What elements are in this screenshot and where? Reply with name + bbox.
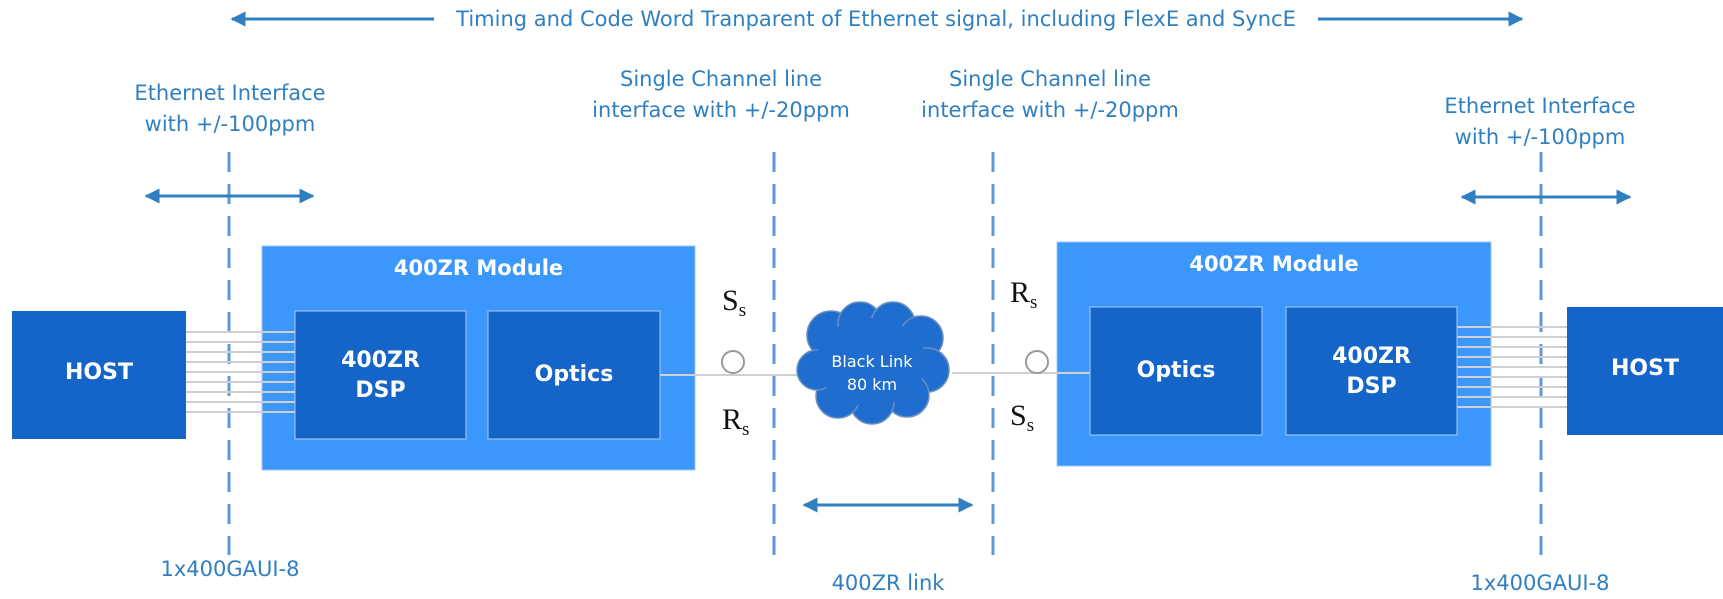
left-ethernet-label-line1: Ethernet Interface (134, 81, 326, 105)
right-gaui-label: 1x400GAUI-8 (1470, 571, 1610, 595)
right-host-label: HOST (1611, 356, 1679, 381)
right-ethernet-label: Ethernet Interface with +/-100ppm (1430, 91, 1650, 153)
left-dsp-label-line1: 400ZR (341, 348, 420, 373)
right-dsp-label: 400ZR DSP (1286, 342, 1457, 402)
right-ethernet-label-line2: with +/-100ppm (1454, 125, 1626, 149)
black-link-label-line1: Black Link (831, 352, 913, 371)
right-dsp-label-line2: DSP (1346, 374, 1397, 399)
left-gaui-label: 1x400GAUI-8 (160, 557, 300, 581)
left-bus (186, 331, 295, 413)
right-ss-main: S (1010, 399, 1027, 432)
right-dsp-box (1285, 306, 1458, 436)
left-rs-sub: s (742, 419, 750, 440)
left-dsp-label-line2: DSP (355, 378, 406, 403)
right-ss-sub: s (1026, 415, 1035, 436)
left-line-label: Single Channel line interface with +/-20… (576, 64, 866, 126)
right-optics-label: Optics (1136, 358, 1216, 383)
left-rs-label: Rs (722, 403, 749, 441)
left-ethernet-label: Ethernet Interface with +/-100ppm (120, 78, 340, 140)
top-title: Timing and Code Word Tranparent of Ether… (456, 7, 1296, 31)
right-ss-label: Ss (1010, 399, 1034, 437)
left-ss-label: Ss (722, 284, 746, 322)
right-rs-main: R (1010, 276, 1031, 309)
right-line-label-line2: interface with +/-20ppm (921, 98, 1179, 122)
left-dsp-label: 400ZR DSP (295, 346, 466, 406)
right-line-label-line1: Single Channel line (948, 67, 1152, 91)
right-dsp-label-line1: 400ZR (1332, 344, 1411, 369)
left-ethernet-label-line2: with +/-100ppm (144, 112, 316, 136)
right-rs-label: Rs (1010, 276, 1037, 314)
left-line-label-line1: Single Channel line (619, 67, 823, 91)
left-optics-box (487, 310, 661, 440)
left-ss-main: S (722, 284, 739, 317)
right-connector (1025, 350, 1049, 374)
black-link-label-line2: 80 km (846, 375, 898, 394)
left-host-label: HOST (65, 360, 133, 385)
link-label: 400ZR link (831, 571, 945, 595)
left-line-label-line2: interface with +/-20ppm (592, 98, 850, 122)
right-optics-box (1089, 306, 1263, 436)
left-module-title: 400ZR Module (393, 256, 564, 280)
left-host-box (12, 311, 186, 439)
right-module-title: 400ZR Module (1189, 252, 1359, 276)
right-ethernet-label-line1: Ethernet Interface (1444, 94, 1636, 118)
right-rs-sub: s (1030, 292, 1038, 313)
left-optics-label: Optics (534, 362, 614, 387)
left-connector (721, 350, 745, 374)
left-rs-main: R (722, 403, 743, 436)
left-dsp-box (294, 310, 467, 440)
right-line-label: Single Channel line interface with +/-20… (905, 64, 1195, 126)
left-ss-sub: s (738, 300, 747, 321)
right-bus (1457, 326, 1567, 408)
black-link-label: Black Link 80 km (816, 350, 928, 396)
right-host-box (1567, 307, 1723, 435)
